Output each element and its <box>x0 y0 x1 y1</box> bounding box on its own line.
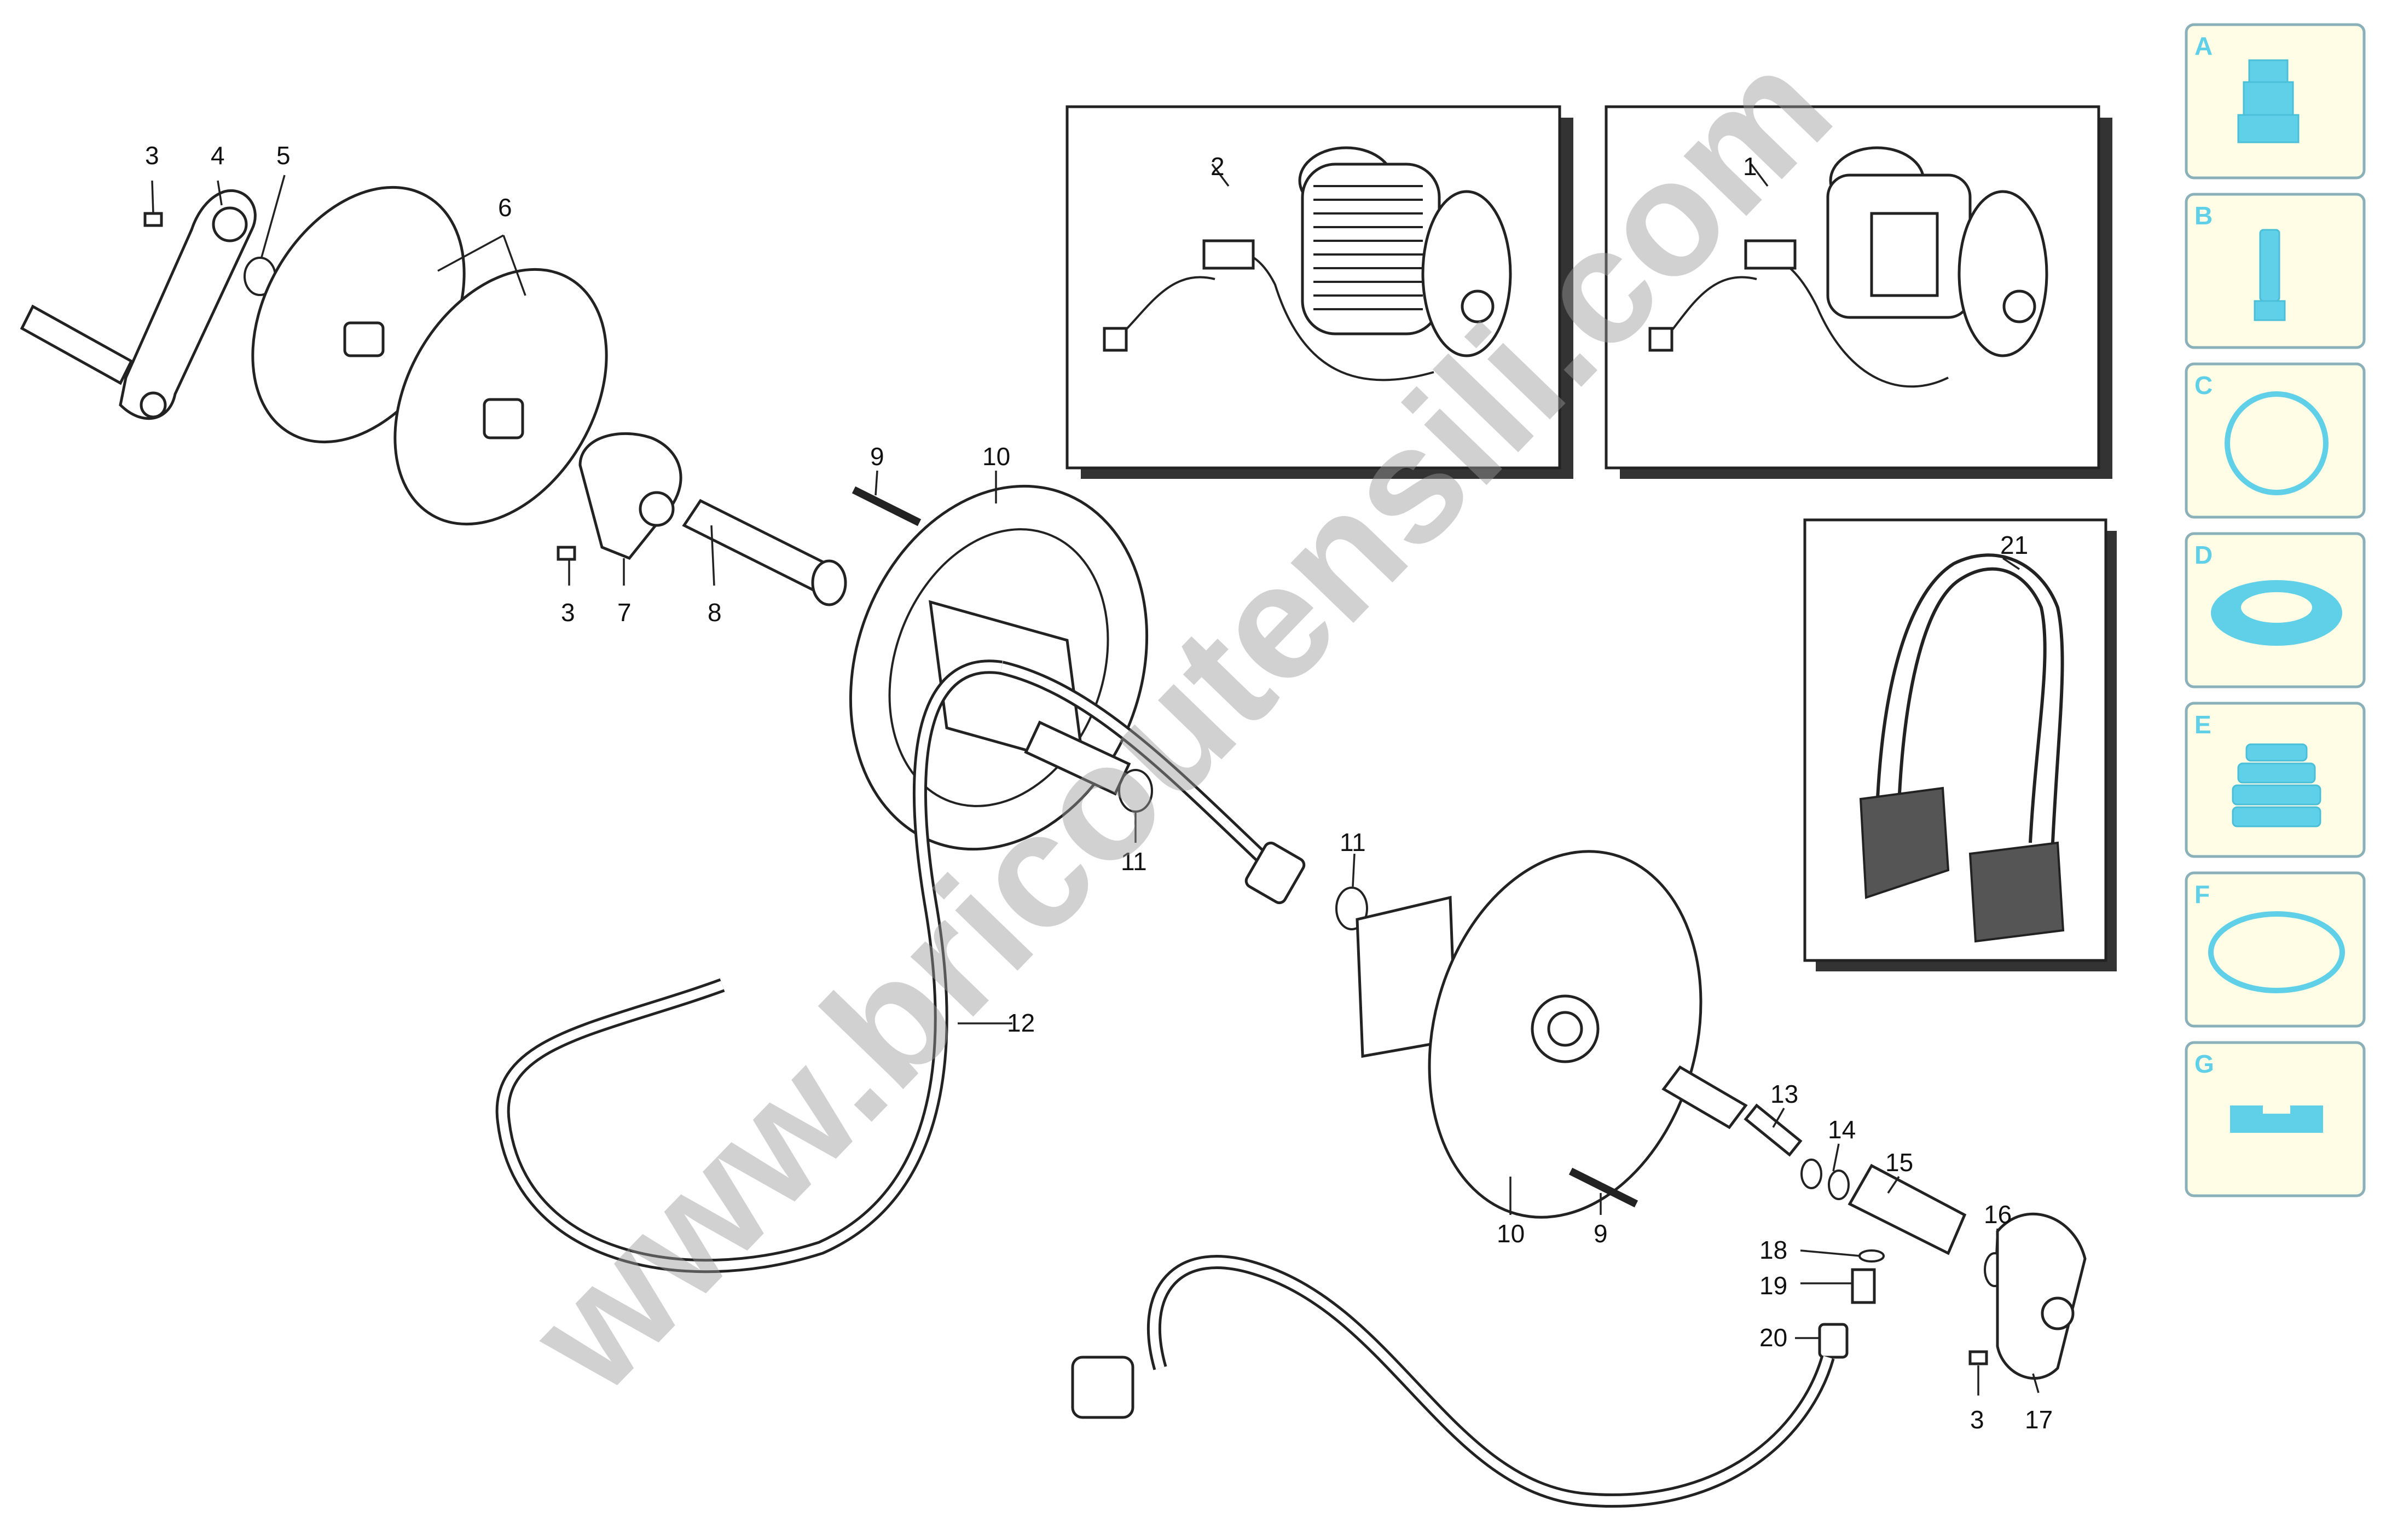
gasket-icon <box>2225 391 2329 495</box>
label-part-16: 16 <box>1984 1200 2012 1229</box>
tab-letter-a: A <box>2194 32 2213 60</box>
label-part-20: 20 <box>1759 1323 1787 1352</box>
part-ring-11a <box>1118 769 1153 813</box>
part-hose-12 <box>495 659 1306 1273</box>
tab-letter-b: B <box>2194 201 2213 230</box>
category-tab-f[interactable]: F <box>2185 871 2366 1028</box>
label-part-9a: 9 <box>870 442 884 471</box>
part-washer-18 <box>1858 1249 1885 1263</box>
label-part-11a: 11 <box>1121 847 1147 876</box>
label-part-8: 8 <box>708 598 722 627</box>
part-reel-flange-10b <box>1356 850 1702 1219</box>
part-oring-14b <box>1828 1170 1850 1200</box>
bellows-icon <box>2232 743 2321 827</box>
part-bracket-17 <box>1996 1212 2087 1380</box>
tab-letter-e: E <box>2194 710 2211 739</box>
label-part-9b: 9 <box>1594 1219 1608 1248</box>
label-part-4: 4 <box>211 141 225 170</box>
label-part-17: 17 <box>2025 1405 2053 1434</box>
category-tab-b[interactable]: B <box>2185 193 2366 349</box>
label-part-10a: 10 <box>982 442 1010 471</box>
label-inset-1: 1 <box>1743 152 1757 181</box>
category-tab-e[interactable]: E <box>2185 702 2366 858</box>
part-disc-6b <box>393 268 608 526</box>
tab-letter-g: G <box>2194 1050 2214 1078</box>
part-labels: 3 4 5 6 3 7 8 9 10 11 11 12 10 9 13 14 1… <box>145 141 2053 1434</box>
part-connector-20 <box>1818 1323 1849 1359</box>
tab-letter-c: C <box>2194 371 2213 400</box>
part-bolt-9b <box>1568 1167 1638 1208</box>
inset-complete-reel-with-hose: 2 <box>1065 105 1573 479</box>
leader-lines <box>151 175 2040 1396</box>
part-bracket-7 <box>578 432 682 560</box>
label-part-12: 12 <box>1007 1009 1035 1037</box>
label-part-7: 7 <box>617 598 632 627</box>
label-part-14: 14 <box>1828 1115 1856 1144</box>
label-part-11b: 11 <box>1340 828 1366 856</box>
tab-letter-f: F <box>2194 880 2210 908</box>
part-union-15 <box>1848 1163 1967 1255</box>
label-part-15: 15 <box>1885 1148 1913 1177</box>
label-part-3a: 3 <box>145 141 159 170</box>
o-ring-icon <box>2208 911 2345 993</box>
label-inset-2: 2 <box>1211 152 1225 181</box>
part-screw-3b <box>557 546 576 561</box>
label-part-5: 5 <box>276 141 291 170</box>
category-tab-g[interactable]: G <box>2185 1041 2366 1197</box>
label-inset-21: 21 <box>2000 531 2028 559</box>
part-lower-hose <box>1071 1255 1835 1508</box>
plate-icon <box>2230 1105 2323 1133</box>
part-bolt-9a <box>852 486 922 526</box>
part-ring-11b <box>1335 887 1368 930</box>
part-screw-3c <box>1968 1350 1988 1365</box>
inset-frame-21: 21 <box>1803 518 2117 971</box>
part-shaft-8 <box>682 499 847 606</box>
seal-ring-icon <box>2211 580 2342 646</box>
part-crank-handle <box>20 189 257 420</box>
tab-letter-d: D <box>2194 541 2213 569</box>
part-swivel-13 <box>1661 1065 1748 1130</box>
part-screw-3a <box>143 212 163 227</box>
label-part-10b: 10 <box>1497 1219 1525 1248</box>
label-part-3b: 3 <box>561 598 575 627</box>
part-nipple-19 <box>1851 1268 1876 1304</box>
label-part-18: 18 <box>1759 1236 1787 1264</box>
nut-fitting-icon <box>2237 59 2300 143</box>
category-tab-d[interactable]: D <box>2185 532 2366 688</box>
screw-icon <box>2254 229 2286 321</box>
label-part-19: 19 <box>1759 1271 1787 1300</box>
label-part-3c: 3 <box>1970 1405 1984 1434</box>
label-part-6: 6 <box>498 193 512 222</box>
category-tab-c[interactable]: C <box>2185 362 2366 519</box>
part-oring-14a <box>1800 1159 1822 1189</box>
label-part-13: 13 <box>1770 1080 1798 1108</box>
inset-reel-without-hose: 1 <box>1605 105 2112 479</box>
category-tab-a[interactable]: A <box>2185 23 2366 180</box>
